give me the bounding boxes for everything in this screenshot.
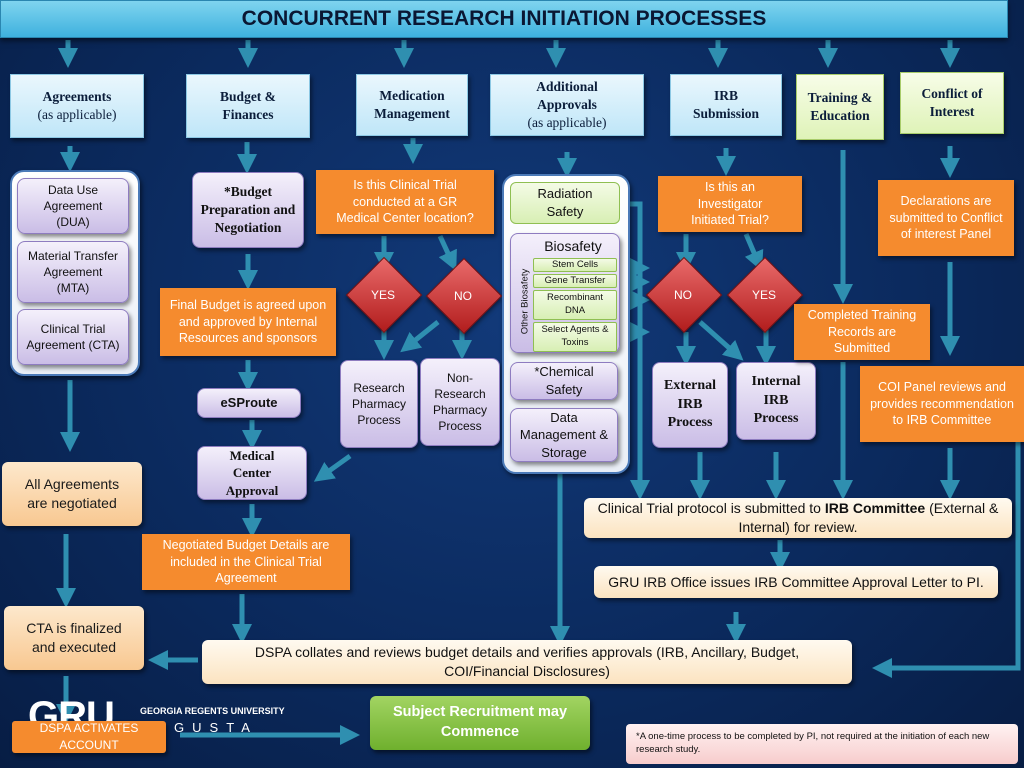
coi-declarations-label: Declarations are submitted to Conflict o…	[889, 193, 1003, 242]
gru-logo-line1: GEORGIA REGENTS UNIVERSITY	[140, 706, 285, 716]
all-agreements-negotiated-label: All Agreements are negotiated	[24, 476, 120, 511]
header-budget: Budget & Finances	[186, 74, 310, 138]
header-agreements: Agreements (as applicable)	[10, 74, 144, 138]
non-research-pharmacy-label: Non-Research Pharmacy Process	[432, 370, 488, 434]
medication-no-label: NO	[454, 289, 472, 303]
medication-question-label: Is this Clinical Trial conducted at a GR…	[336, 177, 474, 226]
header-coi: Conflict of Interest	[900, 72, 1004, 134]
medical-center-approval-box: Medical Center Approval	[197, 446, 307, 500]
dua-label: Data Use Agreement (DUA)	[43, 182, 103, 230]
header-agreements-title: Agreements	[42, 88, 112, 104]
irb-submitted-bold: IRB Committee	[824, 500, 926, 517]
irb-submitted-text: Clinical Trial protocol is submitted to …	[596, 499, 1000, 537]
biosafety-box: Biosafety Other Biosafety Stem Cells Gen…	[510, 233, 620, 353]
data-management-box: Data Management & Storage	[510, 408, 618, 462]
medication-yes-label: YES	[370, 288, 395, 302]
gene-transfer-label: Gene Transfer	[544, 274, 606, 286]
medical-center-approval-label: Medical Center Approval	[225, 447, 279, 498]
coi-declarations-box: Declarations are submitted to Conflict o…	[878, 180, 1014, 256]
dspa-activates-box: DSPA ACTIVATES ACCOUNT	[12, 721, 166, 753]
irb-question-label: Is this an Investigator Initiated Trial?	[691, 179, 769, 228]
gru-logo-line2: AUGUSTA	[140, 720, 258, 735]
internal-irb-box: Internal IRB Process	[736, 362, 816, 440]
irb-question-box: Is this an Investigator Initiated Trial?	[658, 176, 802, 232]
header-coi-title: Conflict of Interest	[921, 85, 983, 119]
radiation-safety-box: Radiation Safety	[510, 182, 620, 224]
mta-label: Material Transfer Agreement (MTA)	[27, 248, 119, 296]
subject-recruitment-box: Subject Recruitment may Commence	[370, 696, 590, 750]
chemical-safety-label: *Chemical Safety	[534, 364, 594, 397]
chemical-safety-box: *Chemical Safety	[510, 362, 618, 400]
select-agents-item: Select Agents & Toxins	[533, 322, 617, 352]
medication-question-box: Is this Clinical Trial conducted at a GR…	[316, 170, 494, 234]
external-irb-box: External IRB Process	[652, 362, 728, 448]
header-irb: IRB Submission	[670, 74, 782, 136]
header-training-title: Training & Education	[807, 89, 873, 123]
gene-transfer-item: Gene Transfer	[533, 274, 617, 288]
irb-approval-label: GRU IRB Office issues IRB Committee Appr…	[608, 573, 984, 590]
data-management-label: Data Management & Storage	[519, 409, 609, 460]
header-agreements-sub: (as applicable)	[37, 107, 117, 122]
recombinant-dna-item: Recombinant DNA	[533, 290, 617, 320]
esproute-box: eSProute	[197, 388, 301, 418]
radiation-safety-label: Radiation Safety	[537, 186, 593, 219]
footnote-box: *A one-time process to be completed by P…	[626, 724, 1018, 764]
stem-cells-label: Stem Cells	[552, 258, 598, 270]
training-records-label: Completed Training Records are Submitted	[807, 307, 917, 356]
research-pharmacy-label: Research Pharmacy Process	[351, 380, 407, 428]
irb-approval-box: GRU IRB Office issues IRB Committee Appr…	[594, 566, 998, 598]
coi-reviews-label: COI Panel reviews and provides recommend…	[870, 379, 1014, 428]
training-records-box: Completed Training Records are Submitted	[794, 304, 930, 360]
biosafety-label: Biosafety	[544, 238, 602, 254]
cta-label: Clinical Trial Agreement (CTA)	[26, 321, 120, 352]
header-medication: Medication Management	[356, 74, 468, 136]
dspa-collates-label: DSPA collates and reviews budget details…	[254, 644, 800, 679]
page-title: CONCURRENT RESEARCH INITIATION PROCESSES	[241, 6, 767, 30]
recombinant-dna-label: Recombinant DNA	[547, 292, 603, 316]
dspa-activates-label: DSPA ACTIVATES ACCOUNT	[39, 721, 139, 752]
negotiated-budget-box: Negotiated Budget Details are included i…	[142, 534, 350, 590]
non-research-pharmacy-box: Non-Research Pharmacy Process	[420, 358, 500, 446]
header-medication-title: Medication Management	[374, 87, 450, 121]
header-additional: Additional Approvals (as applicable)	[490, 74, 644, 136]
stem-cells-item: Stem Cells	[533, 258, 617, 272]
title-banner: CONCURRENT RESEARCH INITIATION PROCESSES	[0, 0, 1008, 38]
irb-no-label: NO	[674, 288, 692, 302]
subject-recruitment-label: Subject Recruitment may Commence	[392, 704, 568, 740]
cta-box: Clinical Trial Agreement (CTA)	[17, 309, 129, 365]
cta-finalized-box: CTA is finalized and executed	[4, 606, 144, 670]
irb-submitted-post: (External & Internal) for review.	[738, 500, 999, 535]
footnote-label: *A one-time process to be completed by P…	[636, 731, 990, 755]
budget-prep-label: *Budget Preparation and Negotiation	[200, 183, 296, 236]
coi-reviews-box: COI Panel reviews and provides recommend…	[860, 366, 1024, 442]
other-biosafety-label: Other Biosafety	[519, 268, 531, 335]
budget-prep-box: *Budget Preparation and Negotiation	[192, 172, 304, 248]
mta-box: Material Transfer Agreement (MTA)	[17, 241, 129, 303]
header-additional-title: Additional Approvals	[536, 78, 598, 112]
header-budget-title: Budget & Finances	[220, 88, 276, 122]
internal-irb-label: Internal IRB Process	[751, 373, 801, 427]
select-agents-label: Select Agents & Toxins	[541, 324, 609, 348]
header-additional-sub: (as applicable)	[527, 115, 607, 131]
dua-box: Data Use Agreement (DUA)	[17, 178, 129, 234]
esproute-label: eSProute	[220, 395, 278, 411]
irb-yes-label: YES	[751, 288, 776, 302]
all-agreements-negotiated-box: All Agreements are negotiated	[2, 462, 142, 526]
cta-finalized-label: CTA is finalized and executed	[26, 620, 122, 655]
final-budget-label: Final Budget is agreed upon and approved…	[169, 297, 327, 346]
negotiated-budget-label: Negotiated Budget Details are included i…	[162, 537, 330, 586]
dspa-collates-box: DSPA collates and reviews budget details…	[202, 640, 852, 684]
final-budget-box: Final Budget is agreed upon and approved…	[160, 288, 336, 356]
research-pharmacy-box: Research Pharmacy Process	[340, 360, 418, 448]
header-irb-title: IRB Submission	[692, 87, 760, 121]
irb-submitted-pre: Clinical Trial protocol is submitted to	[597, 500, 825, 517]
irb-submitted-box: Clinical Trial protocol is submitted to …	[584, 498, 1012, 538]
external-irb-label: External IRB Process	[663, 377, 717, 431]
header-training: Training & Education	[796, 74, 884, 140]
